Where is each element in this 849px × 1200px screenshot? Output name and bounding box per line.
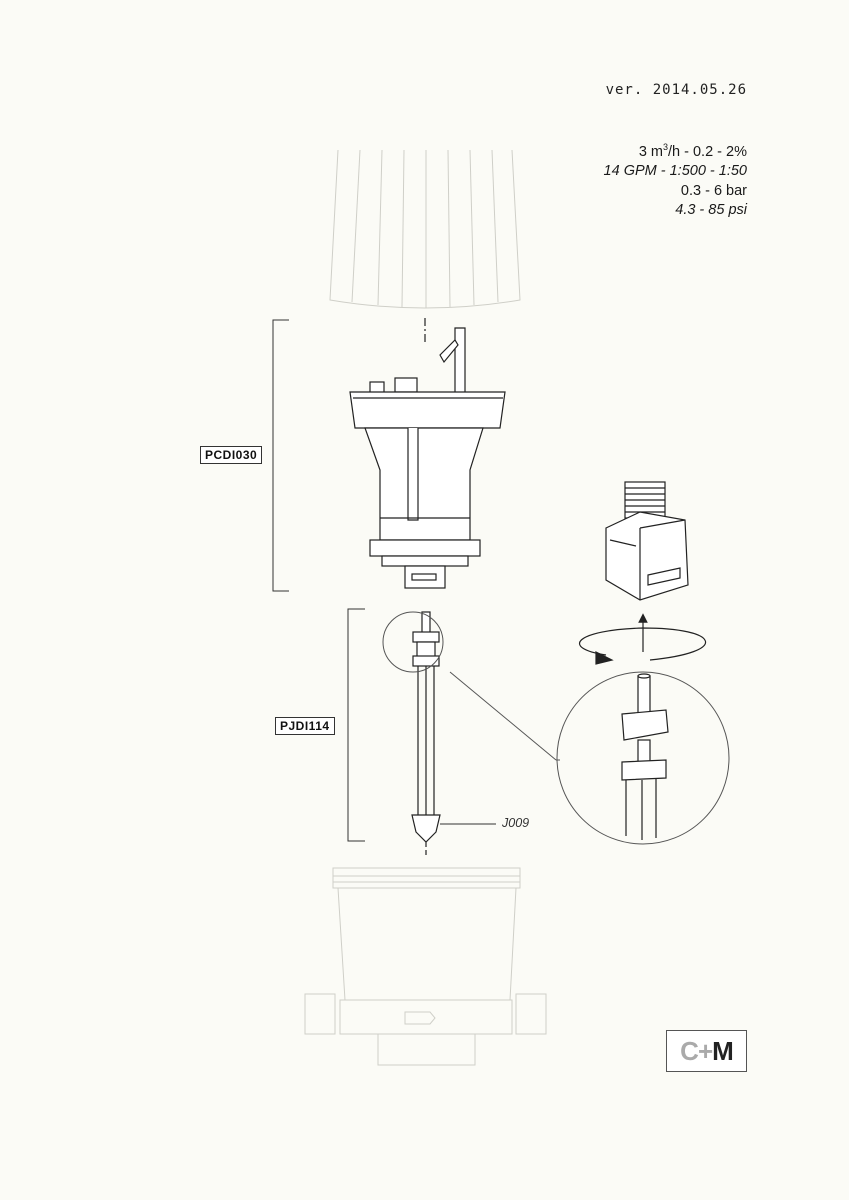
spec-pressure-imperial: 4.3 - 85 psi xyxy=(675,202,747,219)
part-label-upper-assembly: PCDI030 xyxy=(200,446,263,464)
piston-rod-drawing xyxy=(411,611,441,856)
ghost-upper-body xyxy=(329,149,521,309)
spec-pressure-metric: 0.3 - 6 bar xyxy=(680,182,747,199)
spec-flow-metric: 3 m3/h - 0.2 - 2% xyxy=(638,142,747,160)
connector-piece-drawing xyxy=(605,481,689,601)
spec-block: 3 m3/h - 0.2 - 2% 14 GPM - 1:500 - 1:50 … xyxy=(604,138,747,221)
part-label-piston-assembly: PJDI114 xyxy=(275,717,335,735)
bracket-upper-assembly xyxy=(272,319,289,592)
zoom-callout xyxy=(382,611,730,845)
spec-flow-imperial: 14 GPM - 1:500 - 1:50 xyxy=(603,163,747,180)
version-label: ver. 2014.05.26 xyxy=(605,82,747,98)
enlarged-rod-detail xyxy=(621,673,669,840)
cm-logo: C+M xyxy=(666,1030,747,1072)
ghost-lower-body xyxy=(304,867,547,1066)
upper-assembly-drawing xyxy=(349,318,506,589)
bracket-piston-assembly xyxy=(347,608,365,842)
rotation-arrow xyxy=(579,613,706,665)
part-label-seal: J009 xyxy=(502,816,530,830)
